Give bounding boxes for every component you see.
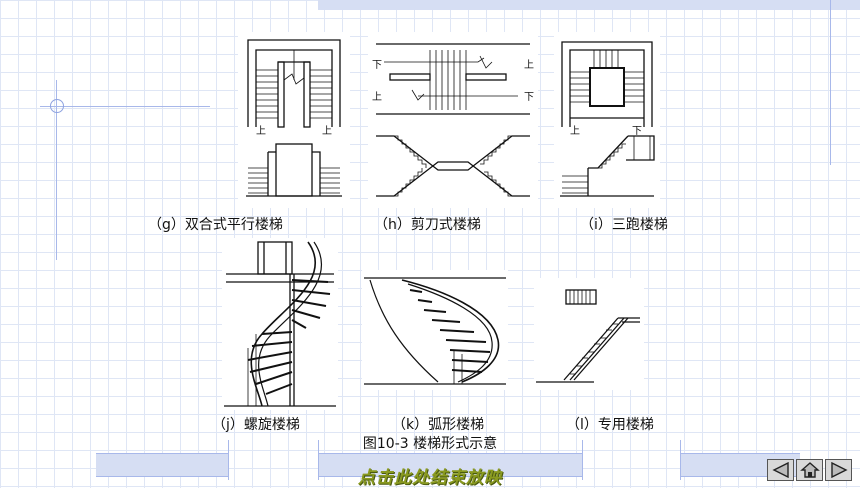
- footer-bar-left: [96, 453, 228, 477]
- caption-k: （k）弧形楼梯: [392, 417, 485, 433]
- caption-j: （j）螺旋楼梯: [212, 417, 300, 433]
- plan-label-down-bottom: 下: [524, 92, 534, 103]
- stair-i-drawing: [560, 41, 655, 197]
- right-guide-line: [830, 0, 831, 165]
- footer-bar-center: [318, 453, 582, 477]
- next-button[interactable]: [825, 459, 852, 481]
- caption-h: （h）剪刀式楼梯: [374, 217, 481, 233]
- caption-i: （i）三跑楼梯: [580, 217, 668, 233]
- plan-label-down-top: 下: [372, 60, 382, 71]
- stair-j-drawing: [224, 241, 336, 407]
- left-guide-hline: [40, 106, 210, 107]
- footer-divider-3: [582, 440, 583, 480]
- stair-g-drawing: [246, 39, 342, 197]
- end-show-link[interactable]: 点击此处结束放映: [358, 468, 502, 488]
- caption-l: （l）专用楼梯: [566, 417, 654, 433]
- figure-j-spiral-stair: [222, 238, 338, 410]
- footer-divider-4: [680, 440, 681, 480]
- home-icon: [799, 462, 820, 478]
- footer-divider-1: [228, 440, 229, 480]
- figure-l-special-stair: [534, 278, 644, 390]
- plan-label-up-top: 上: [524, 60, 534, 71]
- next-icon: [830, 462, 848, 478]
- figure-k-curved-stair: [362, 270, 508, 390]
- figure-i-three-flight-stair: 上 下: [554, 32, 660, 208]
- caption-g: （g）双合式平行楼梯: [148, 217, 283, 233]
- plan-label-up-i: 上: [570, 126, 580, 137]
- figure-title: 图10-3 楼梯形式示意: [362, 436, 498, 452]
- figure-g-double-parallel-stair: 上 上: [238, 32, 350, 208]
- prev-button[interactable]: [767, 459, 794, 481]
- stair-h-drawing: [376, 43, 530, 197]
- plan-label-down-i: 下: [632, 126, 642, 137]
- footer-divider-2: [318, 440, 319, 480]
- plan-label-up-bottom: 上: [372, 92, 382, 103]
- top-decor-band: [318, 0, 860, 10]
- stair-l-drawing: [536, 289, 640, 383]
- stair-k-drawing: [364, 277, 506, 385]
- prev-icon: [771, 462, 789, 478]
- plan-label-up-left: 上: [256, 126, 266, 137]
- home-button[interactable]: [796, 459, 823, 481]
- left-guide-line: [56, 80, 57, 260]
- plan-label-up-right: 上: [322, 126, 332, 137]
- crosshair-ornament: [50, 99, 64, 113]
- figure-h-scissor-stair: 下 上 上 下: [368, 32, 538, 208]
